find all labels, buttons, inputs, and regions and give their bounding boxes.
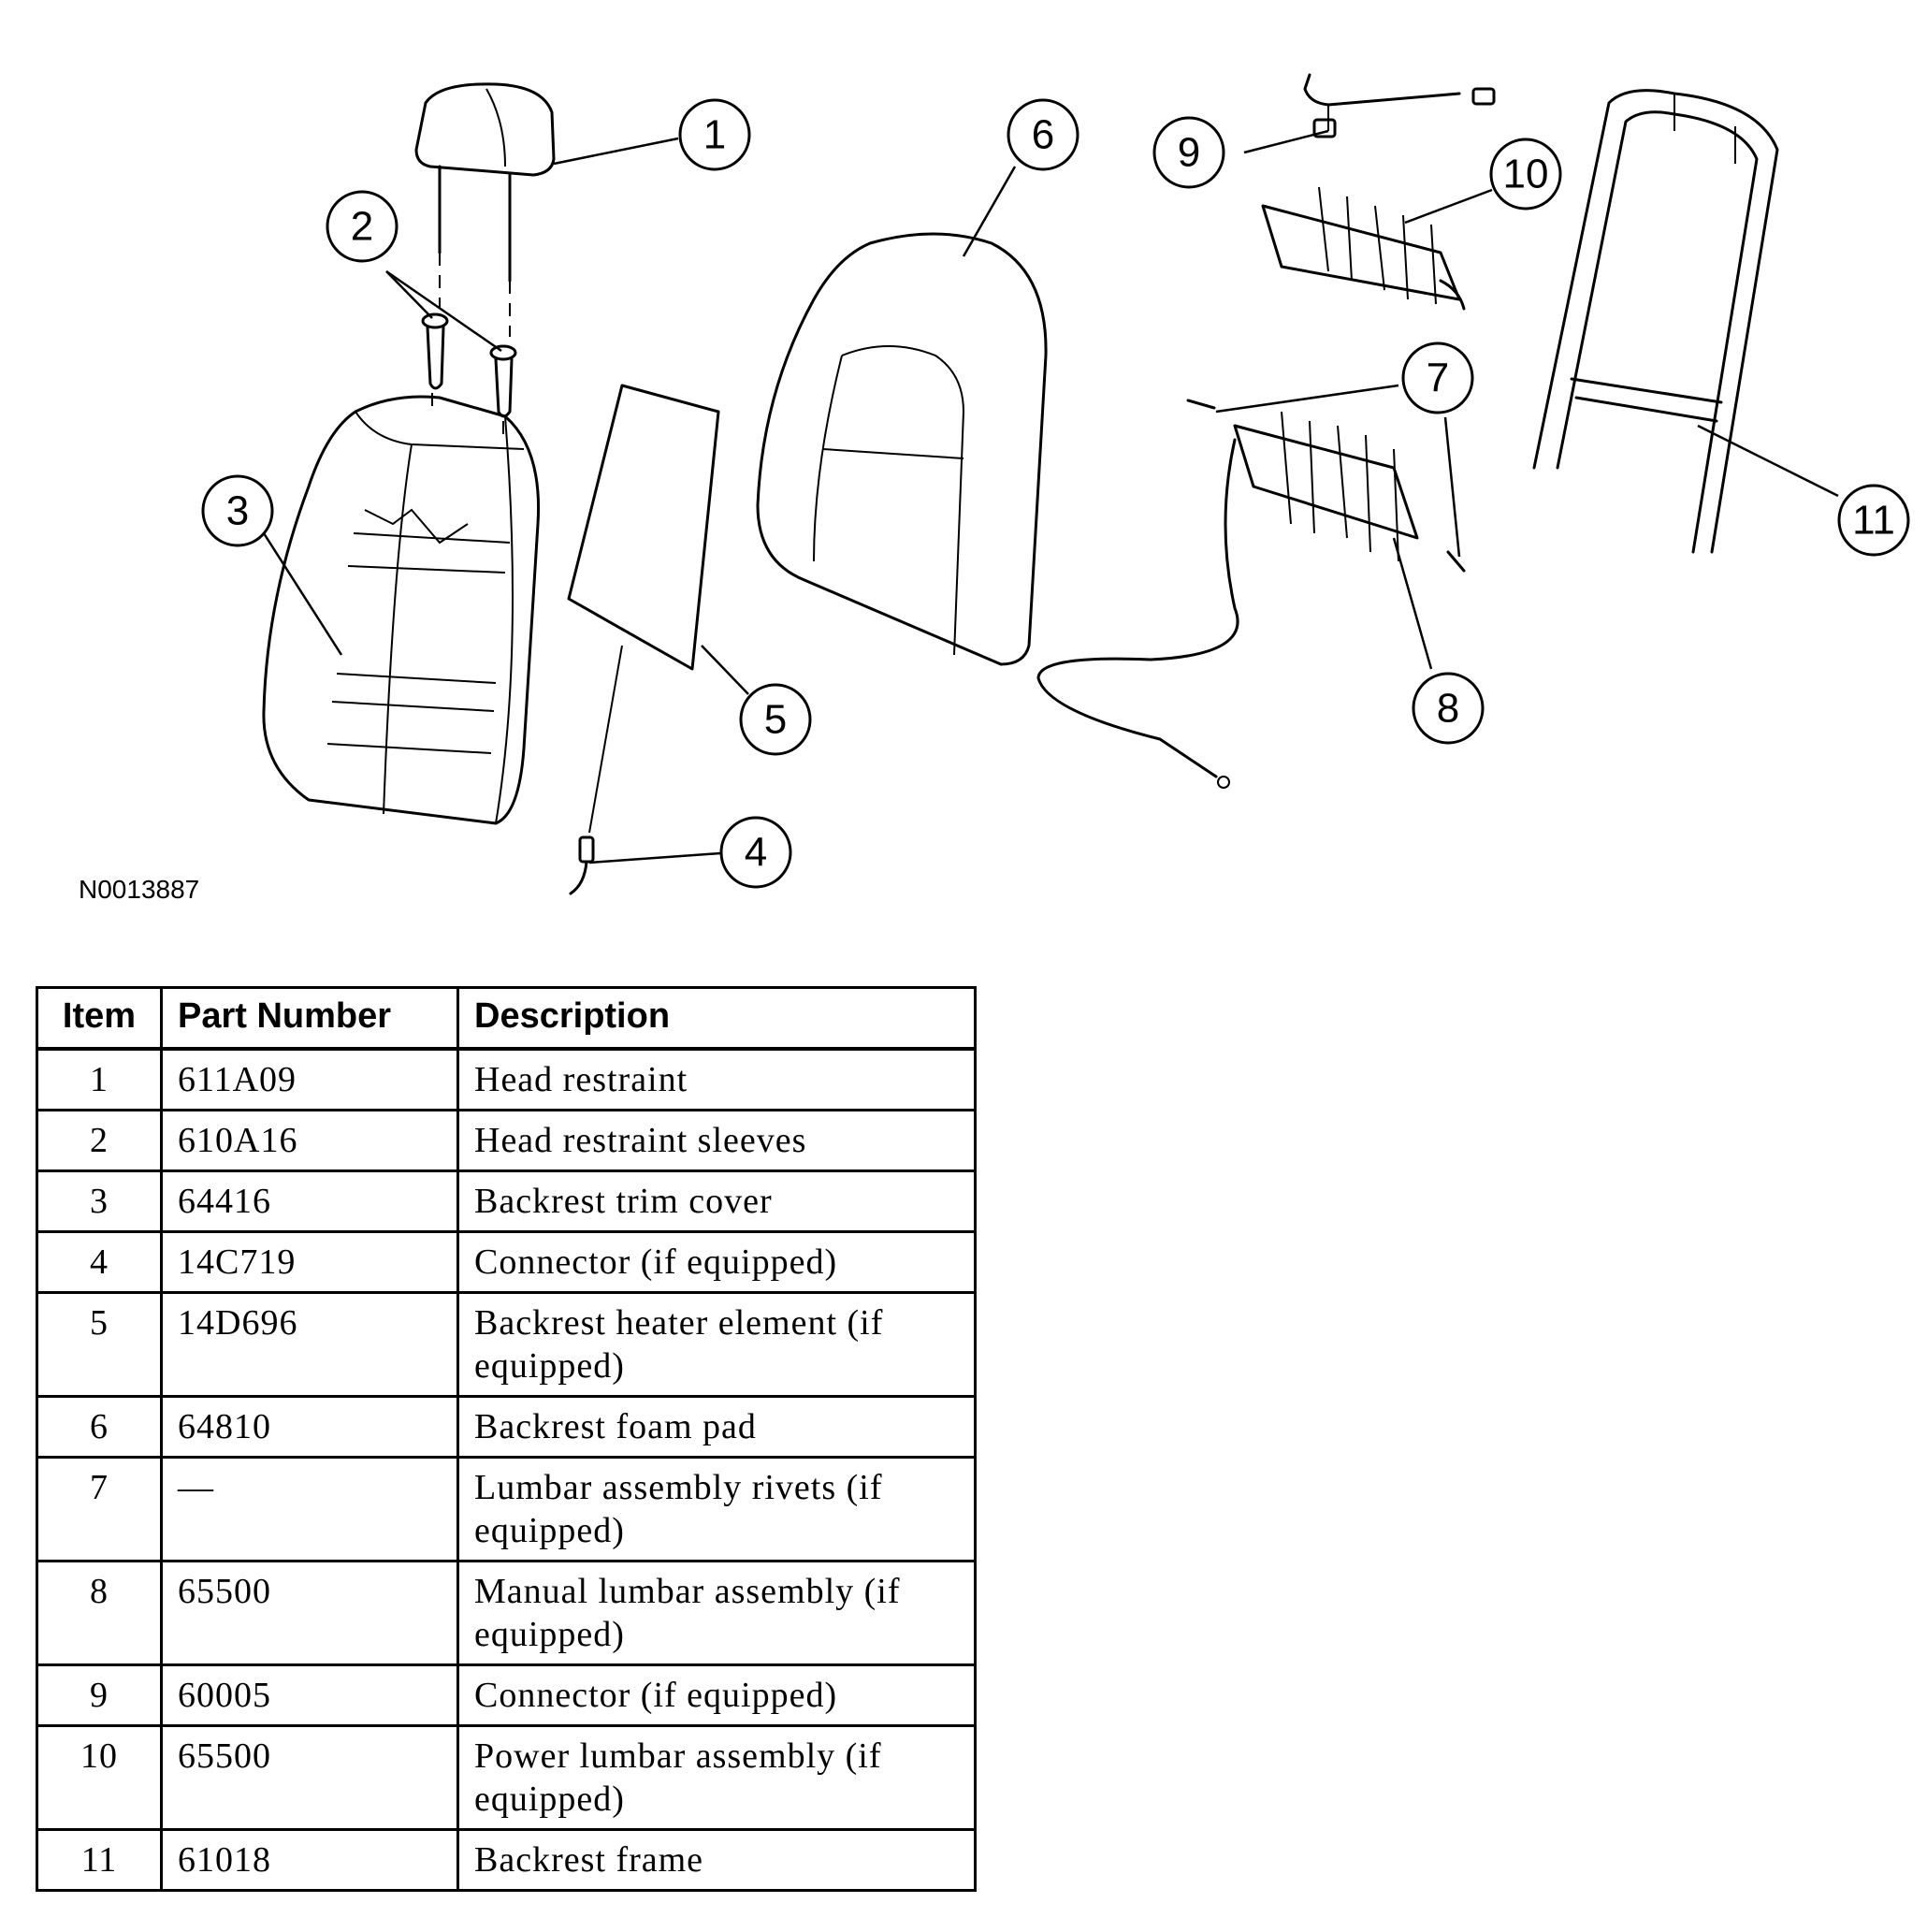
cell-part-number: — <box>160 1456 459 1562</box>
part-backrest-frame <box>1532 89 1779 554</box>
leader-lines <box>262 129 1839 864</box>
header-description: Description <box>456 986 977 1051</box>
figure-id: N0013887 <box>79 875 200 904</box>
callout-9-label: 9 <box>1178 130 1200 176</box>
callout-8-label: 8 <box>1437 686 1459 732</box>
table-row: 6 64810 Backrest foam pad <box>36 1395 977 1459</box>
table-row: 5 14D696 Backrest heater element (if equ… <box>36 1291 977 1398</box>
callout-4-label: 4 <box>745 830 767 876</box>
cell-item: 6 <box>36 1395 163 1459</box>
table-row: 11 61018 Backrest frame <box>36 1828 977 1892</box>
table-row: 7 — Lumbar assembly rivets (if equipped) <box>36 1456 977 1562</box>
table-row: 3 64416 Backrest trim cover <box>36 1169 977 1233</box>
part-head-restraint <box>414 82 556 283</box>
table-row: 8 65500 Manual lumbar assembly (if equip… <box>36 1560 977 1666</box>
callout-3-label: 3 <box>226 488 249 534</box>
cell-item: 9 <box>36 1663 163 1727</box>
cell-description: Backrest frame <box>456 1828 977 1892</box>
cell-part-number: 65500 <box>160 1724 459 1831</box>
callout-4: 4 <box>719 816 792 889</box>
part-foam-pad <box>756 232 1048 666</box>
callout-3: 3 <box>201 474 274 547</box>
header-part-number: Part Number <box>160 986 459 1051</box>
cell-description: Head restraint sleeves <box>456 1109 977 1172</box>
cell-item: 7 <box>36 1456 163 1562</box>
cell-item: 11 <box>36 1828 163 1892</box>
parts-table: Item Part Number Description 1 611A09 He… <box>36 986 977 1892</box>
callout-11-label: 11 <box>1852 498 1895 544</box>
callout-9: 9 <box>1152 116 1225 189</box>
cell-part-number: 610A16 <box>160 1109 459 1172</box>
table-row: 10 65500 Power lumbar assembly (if equip… <box>36 1724 977 1831</box>
exploded-diagram: 1 2 3 4 5 6 7 8 9 10 11 N0013887 <box>0 0 1927 917</box>
cell-part-number: 61018 <box>160 1828 459 1892</box>
callout-6: 6 <box>1007 98 1079 171</box>
cell-description: Backrest trim cover <box>456 1169 977 1233</box>
part-manual-lumbar <box>1036 411 1419 789</box>
table-row: 9 60005 Connector (if equipped) <box>36 1663 977 1727</box>
cell-description: Connector (if equipped) <box>456 1230 977 1294</box>
cell-part-number: 65500 <box>160 1560 459 1666</box>
table-row: 4 14C719 Connector (if equipped) <box>36 1230 977 1294</box>
part-trim-cover <box>262 395 541 825</box>
callout-2: 2 <box>326 190 398 263</box>
cell-item: 3 <box>36 1169 163 1233</box>
cell-item: 8 <box>36 1560 163 1666</box>
part-power-lumbar <box>1261 186 1466 311</box>
callout-1-label: 1 <box>703 112 726 158</box>
cell-part-number: 60005 <box>160 1663 459 1727</box>
cell-part-number: 64416 <box>160 1169 459 1233</box>
part-connector-9 <box>1303 73 1496 138</box>
callout-10-label: 10 <box>1503 152 1549 197</box>
table-header-row: Item Part Number Description <box>36 986 977 1051</box>
header-item: Item <box>36 986 163 1051</box>
cell-description: Power lumbar assembly (if equipped) <box>456 1724 977 1831</box>
callout-7: 7 <box>1401 341 1474 414</box>
cell-item: 1 <box>36 1047 163 1111</box>
callout-10: 10 <box>1489 138 1562 211</box>
cell-item: 10 <box>36 1724 163 1831</box>
cell-item: 5 <box>36 1291 163 1398</box>
cell-description: Backrest foam pad <box>456 1395 977 1459</box>
part-connector-4 <box>569 835 595 895</box>
cell-description: Head restraint <box>456 1047 977 1111</box>
cell-part-number: 64810 <box>160 1395 459 1459</box>
cell-description: Backrest heater element (if equipped) <box>456 1291 977 1398</box>
cell-description: Manual lumbar assembly (if equipped) <box>456 1560 977 1666</box>
cell-part-number: 14D696 <box>160 1291 459 1398</box>
table-row: 2 610A16 Head restraint sleeves <box>36 1109 977 1172</box>
cell-part-number: 611A09 <box>160 1047 459 1111</box>
cell-item: 2 <box>36 1109 163 1172</box>
callout-7-label: 7 <box>1427 356 1449 401</box>
cell-part-number: 14C719 <box>160 1230 459 1294</box>
callout-5: 5 <box>739 683 812 756</box>
part-heater-element <box>567 384 720 834</box>
diagram-svg: 1 2 3 4 5 6 7 8 9 10 11 <box>201 73 1910 895</box>
callout-6-label: 6 <box>1032 112 1054 158</box>
part-sleeves <box>421 253 517 440</box>
part-rivets <box>1186 399 1466 573</box>
cell-description: Connector (if equipped) <box>456 1663 977 1727</box>
cell-item: 4 <box>36 1230 163 1294</box>
cell-description: Lumbar assembly rivets (if equipped) <box>456 1456 977 1562</box>
callout-8: 8 <box>1412 672 1485 745</box>
callout-2-label: 2 <box>351 204 373 250</box>
callout-1: 1 <box>678 98 751 171</box>
callout-11: 11 <box>1837 484 1910 557</box>
callout-5-label: 5 <box>764 697 787 743</box>
table-row: 1 611A09 Head restraint <box>36 1047 977 1111</box>
